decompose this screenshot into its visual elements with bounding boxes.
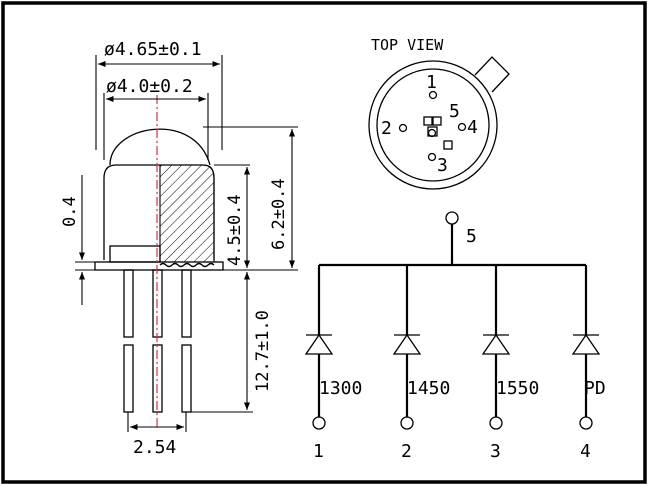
top-pin-1 <box>428 90 438 100</box>
top-pin-2-label: 2 <box>381 118 392 139</box>
diode-1300-label: 1300 <box>319 378 362 399</box>
diode-1550-symbol <box>481 333 511 355</box>
orientation-tab <box>474 56 510 93</box>
branch-2: 1450 2 <box>392 265 450 462</box>
schematic: 5 1300 1 1450 2 1550 3 <box>304 211 606 462</box>
lead-right-upper <box>181 269 192 338</box>
top-pin-3-label: 3 <box>437 155 448 176</box>
section-hatch <box>159 164 215 263</box>
chip-c <box>427 126 438 137</box>
top-view-outer-ring <box>368 60 498 190</box>
branch-4: PD 4 <box>571 265 606 462</box>
pin-4-terminal <box>579 416 593 430</box>
top-pin-3 <box>427 152 437 162</box>
pin-2-label: 2 <box>401 441 412 462</box>
diode-1450-label: 1450 <box>407 378 450 399</box>
chip-b <box>432 116 442 126</box>
dim-pin-pitch-label: 2.54 <box>133 437 176 458</box>
chip-a <box>423 116 433 126</box>
top-pin-2 <box>398 123 408 133</box>
lead-left-upper <box>123 269 134 338</box>
dim-lead-length-label: 12.7±1.0 <box>253 310 273 392</box>
common-pin-label: 5 <box>466 226 477 247</box>
dim-body-height-label: 4.5±0.4 <box>225 194 245 266</box>
dim-total-height-label: 6.2±0.4 <box>269 178 289 250</box>
pin-2-terminal <box>400 416 414 430</box>
flange-seal <box>159 262 215 268</box>
top-pin-5-label: 5 <box>449 101 460 122</box>
diode-1300-symbol <box>304 333 334 355</box>
pin-1-label: 1 <box>313 441 324 462</box>
top-view-inner-ring <box>376 68 490 182</box>
pin-3-label: 3 <box>490 441 501 462</box>
top-pin-4 <box>457 122 467 132</box>
lead-right-lower <box>181 344 192 413</box>
top-view-title: TOP VIEW <box>371 36 444 54</box>
pin-4-label: 4 <box>580 441 591 462</box>
branch-1: 1300 1 <box>304 265 362 462</box>
photodiode-label: PD <box>584 378 606 399</box>
top-pin-1-label: 1 <box>426 72 437 93</box>
side-view: ø4.65±0.1 ø4.0±0.2 0.4 4.5±0.4 6.2±0.4 1… <box>60 39 298 458</box>
body-step <box>109 245 161 263</box>
top-view: TOP VIEW 1 2 3 4 5 <box>368 36 510 190</box>
pin-1-terminal <box>312 416 326 430</box>
lens-dome <box>109 128 211 166</box>
dim-lens-dia-label: ø4.0±0.2 <box>106 76 193 97</box>
common-pin-terminal <box>445 211 459 225</box>
top-pin-4-label: 4 <box>467 117 478 138</box>
branch-3: 1550 3 <box>481 265 539 462</box>
diode-1450-symbol <box>392 333 422 355</box>
photodiode-symbol <box>571 333 601 355</box>
dim-flange-label: 0.4 <box>60 196 80 227</box>
lead-left-lower <box>123 344 134 413</box>
diode-1550-label: 1550 <box>496 378 539 399</box>
dim-outer-dia-label: ø4.65±0.1 <box>104 39 202 60</box>
chip-d <box>443 140 453 150</box>
pin-3-terminal <box>489 416 503 430</box>
